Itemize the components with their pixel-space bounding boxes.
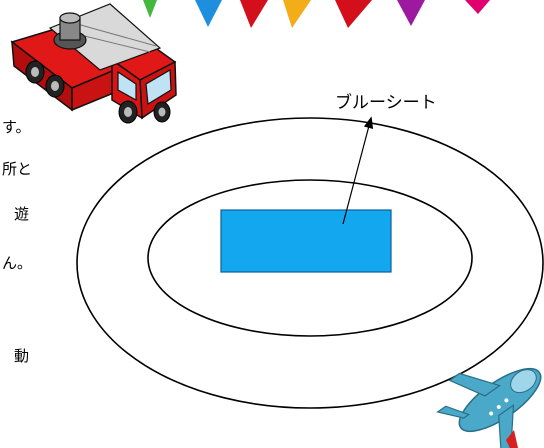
blue-sheet-label: ブルーシート — [335, 93, 437, 113]
text-fragment-1: す。 — [2, 118, 31, 136]
text-fragment-4: ん。 — [2, 254, 33, 272]
flag-purple — [397, 0, 425, 26]
flag-magenta — [465, 0, 490, 14]
text-fragment-2: 所と — [2, 160, 33, 178]
text-fragment-5: 動 — [14, 347, 30, 365]
inner-track-ellipse — [147, 179, 473, 337]
flag-blue — [195, 0, 222, 27]
flag-red — [240, 0, 268, 28]
text-fragment-3: 遊 — [14, 205, 30, 223]
outer-track-ellipse — [76, 117, 544, 409]
bunting-flags — [143, 0, 490, 28]
flag-green — [143, 0, 157, 18]
flag-yellow — [283, 0, 311, 28]
callout-arrow — [342, 116, 374, 225]
flag-red-2 — [335, 0, 372, 28]
fire-truck-icon — [10, 3, 177, 124]
blue-sheet-rect — [220, 209, 392, 273]
